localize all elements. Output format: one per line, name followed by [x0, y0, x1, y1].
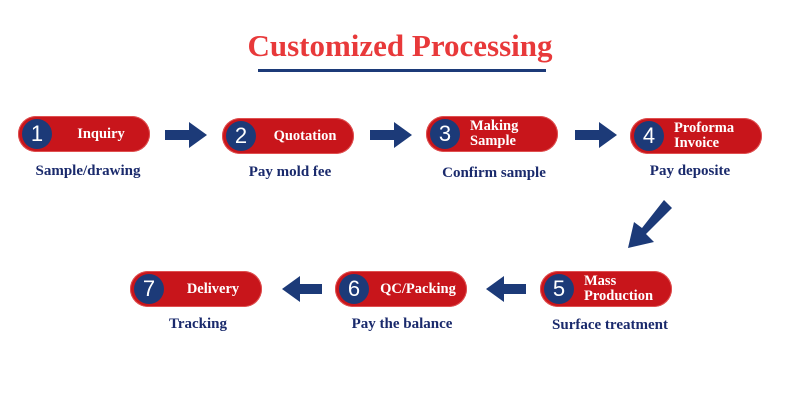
step-caption: Pay the balance	[351, 316, 453, 332]
step-number: 5	[544, 274, 574, 304]
arrow-left-icon	[282, 276, 322, 302]
arrow-down-left-icon	[628, 200, 672, 248]
step-caption: Pay deposite	[649, 163, 731, 179]
step-label: Mass Production	[584, 273, 654, 304]
step-number: 6	[339, 274, 369, 304]
step-caption: Sample/drawing	[35, 163, 141, 179]
step-label: Making Sample	[470, 118, 519, 149]
arrow-right-icon	[165, 122, 207, 148]
step-caption: Surface treatment	[552, 317, 668, 333]
step-6-qc-packing: 6 QC/Packing	[335, 271, 467, 307]
step-number: 2	[226, 121, 256, 151]
step-caption: Tracking	[168, 316, 228, 332]
step-5-mass-production: 5 Mass Production	[540, 271, 672, 307]
step-number: 7	[134, 274, 164, 304]
step-7-delivery: 7 Delivery	[130, 271, 262, 307]
step-number: 3	[430, 119, 460, 149]
step-4-proforma-invoice: 4 Proforma Invoice	[630, 118, 762, 154]
step-3-making-sample: 3 Making Sample	[426, 116, 558, 152]
step-2-quotation: 2 Quotation	[222, 118, 354, 154]
page-title: Customized Processing	[247, 28, 553, 63]
step-number: 1	[22, 119, 52, 149]
arrow-left-icon	[486, 276, 526, 302]
step-label: QC/Packing	[380, 280, 456, 297]
step-caption: Pay mold fee	[248, 164, 332, 180]
step-label: Quotation	[273, 127, 337, 144]
step-label: Delivery	[186, 280, 240, 297]
step-number: 4	[634, 121, 664, 151]
arrow-right-icon	[370, 122, 412, 148]
step-1-inquiry: 1 Inquiry	[18, 116, 150, 152]
step-label: Proforma Invoice	[674, 120, 735, 151]
step-label: Inquiry	[77, 125, 125, 142]
step-caption: Confirm sample	[442, 165, 546, 181]
arrow-right-icon	[575, 122, 617, 148]
title-underline	[258, 69, 546, 72]
